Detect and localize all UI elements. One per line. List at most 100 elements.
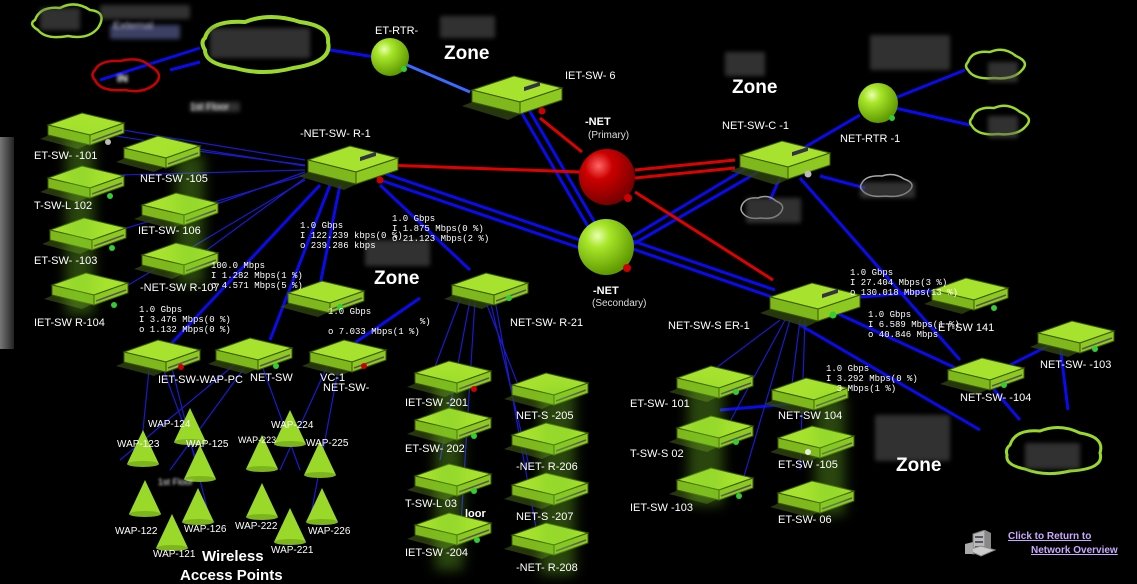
switch-label[interactable]: ET-SW -105 <box>778 459 838 471</box>
return-link-line1[interactable]: Click to Return to <box>1008 531 1092 542</box>
core-primary-label[interactable]: -NET <box>585 116 611 128</box>
cloud-bottom-right <box>1004 426 1103 476</box>
switch-label[interactable]: IET-SW -204 <box>405 547 468 559</box>
wap-label[interactable]: WAP-225 <box>306 438 349 449</box>
switch-label[interactable]: IET-SW-WAP-PC <box>158 374 243 386</box>
cloud-label-external: External <box>113 20 154 32</box>
redacted <box>725 52 765 76</box>
switch-label[interactable]: VC-1 <box>320 372 346 384</box>
switch-label[interactable]: NET-SW 104 <box>778 410 843 422</box>
switch-label[interactable]: NET-S -207 <box>516 511 574 523</box>
switch-label[interactable]: NET-SW- -104 <box>960 392 1032 404</box>
switch-label[interactable]: -NET-SW R-107 <box>140 282 220 294</box>
link-speed: 1.0 Gbps <box>300 221 344 231</box>
link-out: o 21.123 Mbps(2 %) <box>392 234 490 244</box>
building-icon <box>965 530 997 557</box>
switch-label[interactable]: T-SW-S 02 <box>630 448 684 460</box>
switch-label[interactable]: IET-SW- 106 <box>138 225 201 237</box>
switch-label[interactable]: T-SW-L 102 <box>34 200 93 212</box>
switch-label[interactable]: NET-SW <box>250 372 293 384</box>
switch-label[interactable]: NET-SW- <box>323 382 370 394</box>
wap-label[interactable]: WAP-224 <box>271 420 314 431</box>
redacted <box>440 16 495 38</box>
wap-label[interactable]: WAP-221 <box>271 545 314 556</box>
redacted <box>176 155 204 285</box>
wap-label[interactable]: WAP-124 <box>148 419 191 430</box>
wap-label[interactable]: WAP-126 <box>184 524 227 535</box>
switch-label[interactable]: IET-SW -201 <box>405 397 468 409</box>
switch-label[interactable]: ET-SW- 202 <box>405 443 465 455</box>
router-top <box>371 38 409 76</box>
core-primary-role: (Primary) <box>588 130 630 141</box>
wap-label[interactable]: WAP-123 <box>117 439 160 450</box>
return-link-line2[interactable]: Network Overview <box>1031 545 1118 556</box>
link-out: o 239.286 kbps <box>300 241 376 251</box>
link-in: I 3.292 Mbps(0 %) <box>826 374 918 384</box>
redacted <box>1025 443 1080 469</box>
switch-label[interactable]: IET-SW -103 <box>630 502 693 514</box>
link-out: 3 Mbps(1 %) <box>826 384 897 394</box>
link-in: I 1.282 Mbps(1 %) <box>211 271 303 281</box>
link-in: I 1.875 Mbps(0 %) <box>392 224 484 234</box>
switch-label[interactable]: ET-SW- -101 <box>34 150 98 162</box>
redacted <box>40 8 80 30</box>
switch-dist-mid-label[interactable]: NET-SW- R-21 <box>510 317 584 329</box>
link-speed: 1.0 Gbps <box>328 307 372 317</box>
link-speed: 1.0 Gbps <box>826 364 870 374</box>
switch-label[interactable]: ET-SW- 06 <box>778 514 832 526</box>
switch-label[interactable]: ET-SW- -103 <box>34 255 98 267</box>
switch-dist-right-label[interactable]: NET-SW-C -1 <box>722 120 790 132</box>
redacted <box>190 102 240 112</box>
router-right-label[interactable]: NET-RTR -1 <box>840 133 901 145</box>
switch-label[interactable]: -NET- R-208 <box>516 562 578 574</box>
left-panel-edge <box>0 137 14 349</box>
switch-label[interactable]: ET-SW 141 <box>938 322 995 334</box>
link-speed: 100.0 Mbps <box>211 261 266 271</box>
floor-label: 1st Floor <box>190 102 229 113</box>
core-secondary-role: (Secondary) <box>592 298 647 309</box>
core-secondary-label[interactable]: -NET <box>593 285 619 297</box>
wap-label[interactable]: WAP-125 <box>186 439 229 450</box>
cloud-red <box>91 58 161 93</box>
link-in: I 3.476 Mbps(0 %) <box>139 315 231 325</box>
switch-dist-lower-right-label[interactable]: NET-SW-S ER-1 <box>668 320 750 332</box>
wap-label[interactable]: WAP-222 <box>235 521 278 532</box>
redacted <box>870 35 950 70</box>
redacted <box>540 385 575 575</box>
redacted <box>688 385 723 505</box>
link-out: o 130.018 Mbps(13 %) <box>850 288 959 298</box>
cloud-right-2 <box>968 104 1031 136</box>
return-link[interactable]: Click to Return to Network Overview <box>965 525 1135 565</box>
switch-dist-left-label[interactable]: -NET-SW- R-1 <box>300 128 371 140</box>
floor-label: loor <box>465 508 486 520</box>
wap-label[interactable]: WAP-226 <box>308 526 351 537</box>
redacted <box>988 116 1018 138</box>
switch-top-center-label[interactable]: IET-SW- 6 <box>565 70 616 82</box>
router-top-label[interactable]: ET-RTR- <box>375 25 419 37</box>
switch-label[interactable]: ET-SW- 101 <box>630 398 690 410</box>
core-primary <box>579 149 635 205</box>
link-in: I 27.404 Mbps(3 %) <box>850 278 948 288</box>
switch-label[interactable]: IET-SW R-104 <box>34 317 105 329</box>
switch-label[interactable]: NET-SW -105 <box>140 173 208 185</box>
wap-label[interactable]: WAP-122 <box>115 526 158 537</box>
switch-label[interactable]: -NET- R-206 <box>516 461 578 473</box>
wap-label[interactable]: WAP-223 <box>238 435 277 445</box>
switch-label[interactable]: NET-S -205 <box>516 410 574 422</box>
zone-label-middle: Zone <box>374 268 420 289</box>
switch-label[interactable]: T-SW-L 03 <box>405 498 457 510</box>
wap-label[interactable]: WAP-121 <box>153 549 196 560</box>
link-speed: 1.0 Gbps <box>868 310 912 320</box>
switch-label[interactable]: NET-SW- -103 <box>1040 359 1112 371</box>
link-out: o 1.132 Mbps(0 %) <box>139 325 231 335</box>
link-out: o 4.571 Mbps(5 %) <box>211 281 303 291</box>
link-out: o 40.846 Mbps <box>868 330 939 340</box>
redacted <box>66 135 94 315</box>
redacted <box>210 28 310 58</box>
redacted <box>365 240 430 266</box>
